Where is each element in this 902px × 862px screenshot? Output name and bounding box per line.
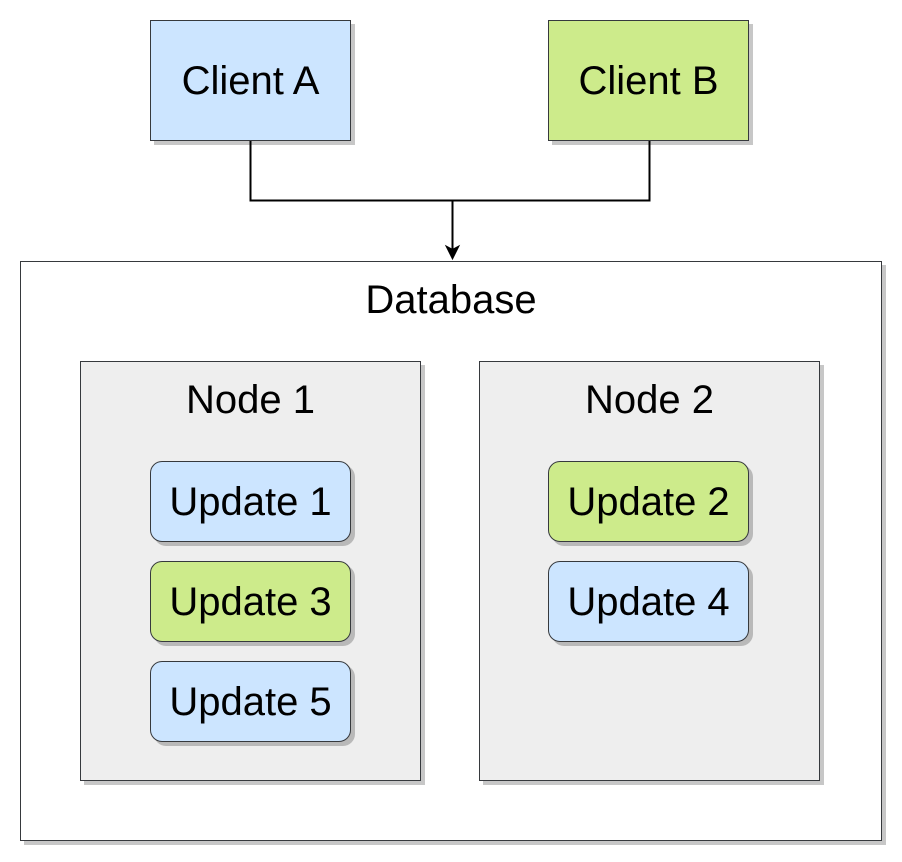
client-a-box: Client A <box>150 20 351 141</box>
node-1-title: Node 1 <box>186 378 315 422</box>
client-a-connector <box>249 141 454 250</box>
client-b-box: Client B <box>548 20 749 141</box>
arrowhead-icon <box>444 244 461 261</box>
update-5-box: Update 5 <box>150 661 351 742</box>
database-title: Database <box>365 278 537 322</box>
update-1-box: Update 1 <box>150 461 351 542</box>
update-2-box: Update 2 <box>548 461 749 542</box>
node-2-title: Node 2 <box>585 378 714 422</box>
update-4-box: Update 4 <box>548 561 749 642</box>
client-b-connector <box>452 141 651 202</box>
update-3-box: Update 3 <box>150 561 351 642</box>
